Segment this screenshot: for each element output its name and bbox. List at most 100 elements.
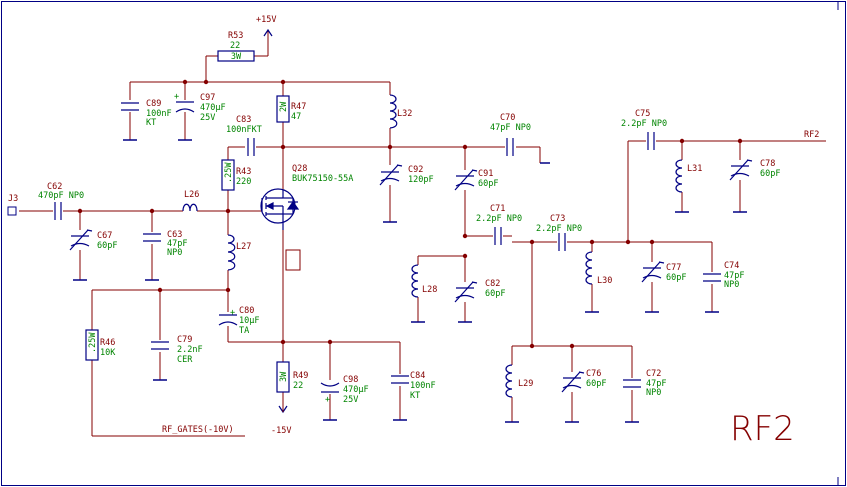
svg-text:TA: TA bbox=[239, 326, 249, 336]
resistor-R46: .25W R46 10K bbox=[85, 329, 116, 361]
heatsink-outline bbox=[285, 249, 301, 271]
capacitor-C73: C73 2.2pF NP0 bbox=[536, 214, 582, 251]
svg-text:C91: C91 bbox=[478, 169, 493, 179]
capacitor-C74: C74 47pF NP0 bbox=[703, 261, 744, 290]
svg-text:100nF: 100nF bbox=[410, 381, 436, 391]
svg-text:L30: L30 bbox=[597, 276, 612, 286]
svg-text:25V: 25V bbox=[200, 113, 215, 123]
trimmer-C77: C77 60pF bbox=[641, 261, 686, 283]
connector-J3: J3 bbox=[7, 194, 18, 216]
svg-text:NP0: NP0 bbox=[646, 388, 661, 398]
svg-text:C71: C71 bbox=[490, 204, 505, 214]
capacitor-C80: + C80 10µF TA bbox=[218, 306, 259, 336]
svg-text:C75: C75 bbox=[635, 109, 650, 119]
svg-text:R46: R46 bbox=[100, 338, 115, 348]
svg-text:47pF: 47pF bbox=[167, 239, 187, 249]
svg-text:2.2nF: 2.2nF bbox=[177, 345, 203, 355]
svg-text:R47: R47 bbox=[291, 102, 306, 112]
svg-text:60pF: 60pF bbox=[97, 241, 117, 251]
svg-text:Q28: Q28 bbox=[292, 164, 307, 174]
svg-text:+: + bbox=[325, 395, 330, 405]
svg-text:KT: KT bbox=[410, 391, 420, 401]
svg-text:C63: C63 bbox=[167, 230, 182, 240]
svg-text:R43: R43 bbox=[236, 167, 251, 177]
power-pos-label: +15V bbox=[256, 15, 276, 25]
svg-text:10µF: 10µF bbox=[239, 316, 259, 326]
capacitor-C63: C63 47pF NP0 bbox=[143, 230, 187, 258]
svg-text:L26: L26 bbox=[184, 190, 199, 200]
svg-text:47pF: 47pF bbox=[646, 379, 666, 389]
svg-text:BUK75150-55A: BUK75150-55A bbox=[292, 174, 353, 184]
inductor-L26: L26 bbox=[182, 190, 199, 212]
svg-text:3W: 3W bbox=[279, 371, 289, 382]
inductor-L29: L29 bbox=[505, 364, 533, 398]
trimmer-C76: C76 60pF bbox=[561, 369, 606, 393]
svg-text:47pF: 47pF bbox=[724, 271, 744, 281]
svg-text:R49: R49 bbox=[293, 371, 308, 381]
svg-text:+: + bbox=[230, 308, 235, 318]
trimmer-C67: C67 60pF bbox=[69, 229, 117, 251]
svg-text:C79: C79 bbox=[177, 335, 192, 345]
inductor-L30: L30 bbox=[585, 251, 612, 286]
capacitor-C79: C79 2.2nF CER bbox=[151, 335, 203, 365]
svg-text:470µF: 470µF bbox=[343, 385, 369, 395]
svg-text:470µF: 470µF bbox=[200, 103, 226, 113]
net-label-rf-out: RF2 bbox=[804, 130, 819, 140]
capacitor-C70: C70 47pF NP0 bbox=[490, 113, 531, 156]
svg-text:220: 220 bbox=[236, 177, 251, 187]
inductor-L31: L31 bbox=[675, 159, 702, 193]
trimmer-C92: C92 120pF bbox=[379, 164, 434, 186]
svg-text:60pF: 60pF bbox=[485, 289, 505, 299]
svg-text:C82: C82 bbox=[485, 279, 500, 289]
capacitor-C72: C72 47pF NP0 bbox=[623, 369, 666, 398]
capacitor-C71: C71 2.2pF NP0 bbox=[476, 204, 522, 245]
svg-text:10K: 10K bbox=[100, 348, 116, 358]
svg-text:.25W: .25W bbox=[88, 332, 98, 353]
svg-text:2.2pF NP0: 2.2pF NP0 bbox=[536, 224, 582, 234]
capacitor-C83: C83 100nFKT bbox=[226, 115, 262, 156]
svg-text:J3: J3 bbox=[8, 194, 18, 204]
svg-text:22: 22 bbox=[293, 381, 303, 391]
trimmer-C91: C91 60pF bbox=[454, 169, 498, 191]
inductor-L28: L28 bbox=[411, 264, 437, 298]
svg-text:2W: 2W bbox=[279, 101, 289, 112]
svg-text:C72: C72 bbox=[646, 369, 661, 379]
svg-text:2.2pF NP0: 2.2pF NP0 bbox=[621, 119, 667, 129]
inductor-L32: L32 bbox=[389, 94, 412, 129]
resistor-R43: .25W R43 220 bbox=[221, 159, 251, 191]
svg-text:C76: C76 bbox=[586, 369, 601, 379]
capacitor-C75: C75 2.2pF NP0 bbox=[621, 109, 667, 150]
svg-text:25V: 25V bbox=[343, 395, 358, 405]
svg-text:C78: C78 bbox=[760, 159, 775, 169]
svg-text:C84: C84 bbox=[410, 371, 425, 381]
svg-text:C92: C92 bbox=[408, 165, 423, 175]
svg-text:.25W: .25W bbox=[224, 162, 234, 183]
svg-text:C77: C77 bbox=[666, 263, 681, 273]
junctions bbox=[77, 79, 743, 349]
svg-text:L31: L31 bbox=[687, 164, 702, 174]
power-neg-label: -15V bbox=[271, 426, 291, 436]
trimmer-C82: C82 60pF bbox=[454, 279, 505, 303]
capacitor-C84: C84 100nF KT bbox=[391, 371, 436, 401]
svg-text:L29: L29 bbox=[518, 379, 533, 389]
svg-text:47: 47 bbox=[291, 112, 301, 122]
net-label-rf-gates: RF_GATES(-10V) bbox=[162, 425, 234, 435]
svg-text:NP0: NP0 bbox=[167, 248, 182, 258]
svg-text:R53: R53 bbox=[228, 31, 243, 41]
power-pos-symbol: +15V bbox=[256, 15, 276, 37]
capacitor-C89: C89 100nF KT bbox=[121, 99, 172, 128]
svg-text:L27: L27 bbox=[236, 242, 251, 252]
svg-text:NP0: NP0 bbox=[724, 280, 739, 290]
svg-text:C89: C89 bbox=[146, 99, 161, 109]
capacitor-C98: + C98 470µF 25V bbox=[320, 375, 369, 405]
svg-text:+: + bbox=[174, 92, 179, 102]
svg-text:C83: C83 bbox=[236, 115, 251, 125]
resistor-R53: 3W R53 22 bbox=[217, 31, 255, 62]
svg-text:60pF: 60pF bbox=[586, 379, 606, 389]
resistor-R49: 3W R49 22 bbox=[276, 361, 308, 393]
svg-text:22: 22 bbox=[230, 41, 240, 51]
svg-text:L28: L28 bbox=[422, 285, 437, 295]
